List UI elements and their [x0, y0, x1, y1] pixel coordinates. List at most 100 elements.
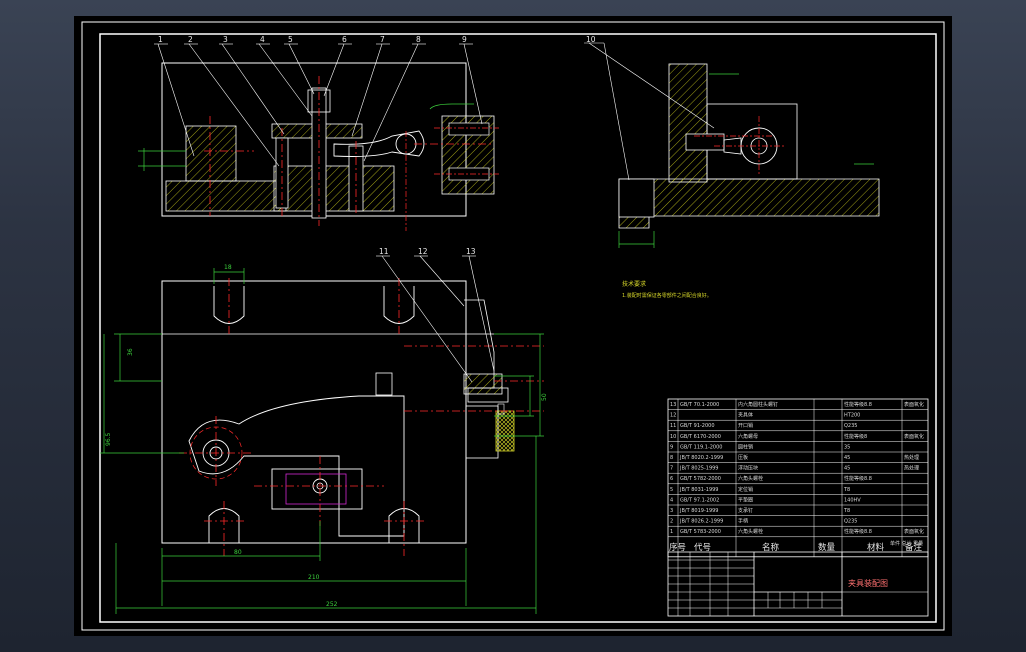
- bom-cell-material: 性能等级8.8: [844, 528, 872, 535]
- bom-cell-material: T8: [843, 487, 850, 493]
- bom-cell-no: 11: [670, 423, 676, 429]
- balloon-2: 2: [188, 35, 193, 44]
- bom-header-name: 名称: [762, 542, 780, 553]
- balloon-7: 7: [380, 35, 385, 44]
- bom-cell-code: GB/T 6170-2000: [680, 434, 721, 440]
- bom-cell-code: JB/T 8026.2-1999: [679, 519, 723, 525]
- bom-cell-code: JB/T 8020.2-1999: [679, 455, 723, 461]
- bom-row: 6 GB/T 5782-2000 六角头螺栓 性能等级8.8: [670, 475, 872, 482]
- bom-header-weight: 单件 总计 重量: [890, 540, 923, 547]
- bom-cell-material: T8: [843, 508, 850, 514]
- bom-row: 11 GB/T 91-2000 开口销 Q235: [670, 422, 857, 429]
- bom-cell-material: 140HV: [844, 497, 861, 503]
- dimension-texts: 252 210 80 18 36 96.5 50: [105, 264, 548, 608]
- bom-cell-no: 7: [670, 466, 673, 472]
- balloon-9: 9: [462, 35, 467, 44]
- bom-cell-no: 3: [670, 508, 673, 514]
- tech-requirements: 技术要求 1.装配时需保证各零部件之间配合良好。: [622, 280, 712, 299]
- bom-header-remark: 备注: [905, 542, 923, 553]
- bom-cell-material: Q235: [844, 519, 857, 525]
- sheet-inner-border: [99, 33, 937, 623]
- bom-cell-no: 1: [670, 529, 673, 535]
- bom-cell-remark: 热处理: [904, 454, 919, 461]
- bom-cell-no: 8: [670, 455, 673, 461]
- bom-cell-name: 支承钉: [738, 507, 753, 514]
- bom-cell-code: GB/T 91-2000: [680, 423, 715, 429]
- bom-cell-name: 手柄: [738, 518, 748, 525]
- bom-cell-name: 圆柱销: [738, 443, 753, 450]
- bom-cell-material: 性能等级8.8: [844, 475, 872, 482]
- bom-cell-no: 9: [670, 444, 673, 450]
- dim-slot-width: 18: [224, 264, 232, 271]
- bom-row: 2 JB/T 8026.2-1999 手柄 Q235: [670, 518, 857, 525]
- bom-cell-name: 开口销: [738, 422, 753, 429]
- sheet-outer-border: [81, 21, 945, 631]
- bom-cell-no: 10: [670, 434, 676, 440]
- balloon-4: 4: [260, 35, 265, 44]
- dim-height-top: 36: [127, 348, 134, 356]
- bom-cell-code: GB/T 119.1-2000: [680, 444, 722, 450]
- bom-cell-code: JB/T 8025-1999: [679, 466, 719, 472]
- dim-overall-length: 252: [326, 601, 338, 608]
- front-view: [138, 43, 499, 231]
- balloon-1: 1: [158, 35, 163, 44]
- dim-base-length: 210: [308, 574, 320, 581]
- title-block: 夹具装配图: [667, 551, 929, 617]
- bom-cell-material: 35: [844, 444, 850, 450]
- title-block-drawing-name: 夹具装配图: [848, 578, 888, 588]
- bom-cell-name: 压板: [738, 454, 748, 461]
- bom-cell-name: 定位销: [738, 486, 753, 493]
- bom-cell-no: 12: [670, 413, 676, 419]
- bom-cell-remark: 表面氧化: [904, 433, 924, 440]
- bom-header-qty: 数量: [818, 542, 836, 553]
- cad-viewport[interactable]: 1 2 3 4 5 6 7 8 9 10 11 12 13 252 210 80…: [74, 16, 952, 636]
- dim-side-right: 50: [541, 393, 548, 401]
- assembly-drawing: 1 2 3 4 5 6 7 8 9 10 11 12 13 252 210 80…: [81, 21, 945, 631]
- tech-req-line1: 1.装配时需保证各零部件之间配合良好。: [622, 292, 712, 299]
- bom-header-material: 材料: [867, 542, 885, 553]
- bom-cell-name: 内六角圆柱头螺钉: [738, 401, 778, 408]
- bom-cell-name: 浮动压块: [738, 465, 758, 472]
- bom-cell-no: 13: [670, 402, 676, 408]
- balloon-8: 8: [416, 35, 421, 44]
- bom-cell-name: 夹具体: [738, 412, 753, 419]
- bom-cell-name: 六角螺母: [738, 433, 758, 440]
- balloon-5: 5: [288, 35, 293, 44]
- bom-cell-material: 45: [844, 466, 850, 472]
- balloon-3: 3: [223, 35, 228, 44]
- bom-header-no: 序号: [669, 542, 686, 553]
- top-view: [100, 255, 544, 614]
- tech-req-heading: 技术要求: [622, 280, 646, 288]
- side-view: [584, 42, 880, 248]
- bom-cell-name: 六角头螺栓: [738, 475, 763, 482]
- bom-cell-remark: 表面氧化: [904, 528, 924, 535]
- bom-cell-code: GB/T 70.1-2000: [680, 402, 719, 408]
- bom-cell-code: GB/T 5782-2000: [680, 476, 721, 482]
- bom-row: 12 夹具体 HT200: [670, 412, 860, 419]
- bom-cell-name: 六角头螺栓: [738, 528, 763, 535]
- bom-cell-code: JB/T 8019-1999: [679, 508, 719, 514]
- bom-row: 9 GB/T 119.1-2000 圆柱销 35: [670, 443, 850, 450]
- part-balloons: 1 2 3 4 5 6 7 8 9 10 11 12 13: [158, 35, 596, 256]
- bom-cell-no: 2: [670, 519, 673, 525]
- bom-cell-material: Q235: [844, 423, 857, 429]
- dim-side-left: 96.5: [105, 432, 112, 446]
- bom-cell-material: 性能等级8.8: [844, 401, 872, 408]
- bom-row: 3 JB/T 8019-1999 支承钉 T8: [670, 507, 850, 514]
- balloon-10: 10: [586, 35, 596, 44]
- bom-cell-name: 平垫圈: [738, 496, 753, 503]
- bom-cell-code: JB/T 8031-1999: [679, 487, 719, 493]
- bom-header-row: 序号代号 名称 数量 材料 备注单件 总计 重量: [669, 540, 923, 553]
- bom-cell-no: 6: [670, 476, 673, 482]
- bom-cell-material: HT200: [844, 413, 860, 419]
- dim-inner-length: 80: [234, 549, 242, 556]
- balloon-6: 6: [342, 35, 347, 44]
- bom-header-code: 代号: [694, 542, 711, 553]
